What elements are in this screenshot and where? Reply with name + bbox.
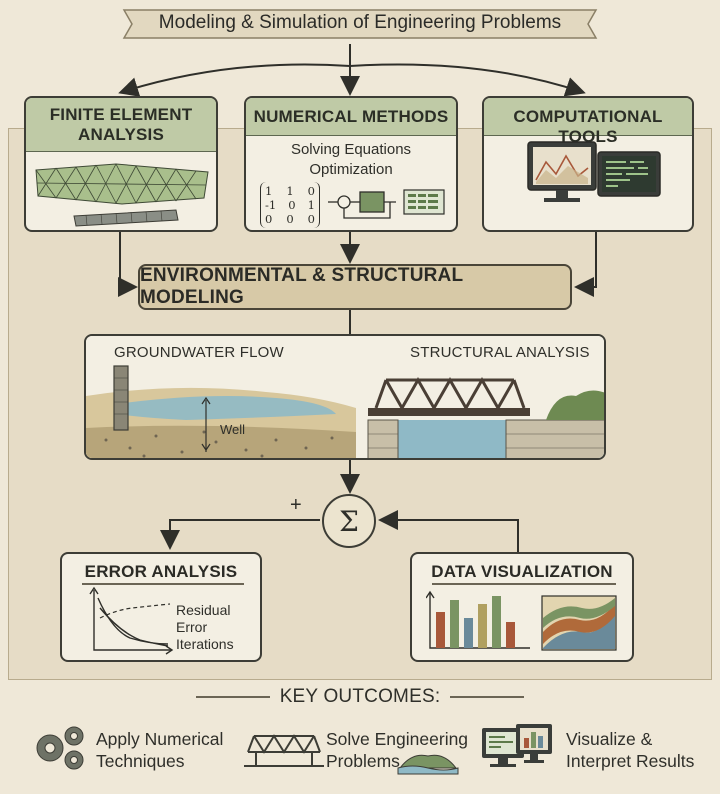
- title-banner: Modeling & Simulation of Engineering Pro…: [118, 4, 602, 42]
- computer-monitors-icon: [527, 141, 661, 202]
- error-divider: [82, 583, 244, 585]
- env-structural-bar: ENVIRONMENTAL & STRUCTURAL MODELING: [138, 264, 572, 310]
- key-outcomes-title: KEY OUTCOMES:: [279, 686, 441, 707]
- matrix-cell: 1: [286, 184, 294, 198]
- gears-icon: [36, 726, 84, 770]
- water-mound-icon: [397, 754, 459, 775]
- fea-title-line2: ANALYSIS: [78, 125, 164, 144]
- numerical-header: NUMERICAL METHODS: [246, 98, 456, 136]
- tools-header: COMPUTATIONAL TOOLS: [484, 98, 692, 146]
- banner-title: Modeling & Simulation of Engineering Pro…: [158, 12, 562, 33]
- data-visualization-box: DATA VISUALIZATION: [410, 552, 634, 662]
- divider-right: [450, 696, 525, 698]
- matrix-cell: 1: [307, 198, 315, 212]
- plus-symbol: +: [290, 494, 302, 516]
- outcome-visualize-line1: Visualize &: [566, 729, 653, 749]
- outcome-apply: Apply Numerical Techniques: [96, 728, 223, 772]
- viz-title: DATA VISUALIZATION: [431, 562, 613, 581]
- structural-label: STRUCTURAL ANALYSIS: [410, 344, 590, 361]
- outcome-solve-line2: Problems: [326, 751, 400, 771]
- legend-residual: Residual: [176, 602, 231, 618]
- fea-mesh-illustration: [35, 163, 209, 227]
- groundwater-label: GROUNDWATER FLOW: [114, 344, 284, 361]
- sigma-node: Σ: [322, 494, 376, 548]
- error-analysis-box: ERROR ANALYSIS Residual Error Iterations: [60, 552, 262, 662]
- legend-error: Error: [176, 619, 208, 635]
- error-convergence-chart: [89, 586, 174, 655]
- outcome-solve-line1: Solve Engineering: [326, 729, 469, 749]
- well-label: Well: [220, 422, 246, 437]
- env-title: ENVIRONMENTAL & STRUCTURAL MODELING: [140, 265, 463, 308]
- groundwater-structural-scene: [86, 336, 604, 458]
- outcome-visualize-line2: Interpret Results: [566, 751, 695, 771]
- outcome-visualize: Visualize & Interpret Results: [566, 728, 694, 772]
- tools-title: COMPUTATIONAL TOOLS: [513, 107, 663, 146]
- viz-charts-illustration: [426, 590, 617, 651]
- viz-divider: [432, 583, 616, 585]
- numerical-title: NUMERICAL METHODS: [253, 107, 449, 126]
- fea-header: FINITE ELEMENT ANALYSIS: [26, 98, 216, 152]
- banner-ribbon: [122, 9, 598, 39]
- fea-title-line1: FINITE ELEMENT: [49, 105, 193, 124]
- matrix-cell: 0: [307, 184, 315, 198]
- numerical-text: Solving Equations Optimization: [246, 140, 456, 180]
- outcome-solve: Solve Engineering Problems: [326, 728, 468, 772]
- monitor-chart-icon: [482, 724, 552, 767]
- matrix-cell: 0: [286, 212, 294, 226]
- key-outcomes-header: KEY OUTCOMES:: [0, 685, 720, 709]
- numerical-line1: Solving Equations: [290, 141, 412, 158]
- matrix-cell: 0: [288, 198, 296, 212]
- outcome-apply-line2: Techniques: [96, 751, 185, 771]
- numerical-methods-box: NUMERICAL METHODS Solving Equations Opti…: [244, 96, 458, 232]
- matrix-cell: 0: [307, 212, 315, 226]
- error-legend: Residual Error Iterations: [176, 602, 234, 653]
- matrix-cell: -1: [265, 198, 277, 212]
- outcome-apply-line1: Apply Numerical: [96, 729, 224, 749]
- sigma-symbol: Σ: [339, 504, 359, 538]
- computational-tools-box: COMPUTATIONAL TOOLS: [482, 96, 694, 232]
- error-title: ERROR ANALYSIS: [84, 562, 238, 581]
- modeling-scene-panel: GROUNDWATER FLOW STRUCTURAL ANALYSIS Wel…: [84, 334, 606, 460]
- legend-iterations: Iterations: [176, 636, 234, 652]
- divider-left: [195, 696, 270, 698]
- fea-box: FINITE ELEMENT ANALYSIS: [24, 96, 218, 232]
- block-diagram-icon: [328, 189, 445, 219]
- numerical-line2: Optimization: [309, 161, 393, 178]
- bridge-icon: [244, 734, 324, 767]
- matrix-cell: 0: [265, 212, 273, 226]
- matrix-cell: 1: [265, 184, 273, 198]
